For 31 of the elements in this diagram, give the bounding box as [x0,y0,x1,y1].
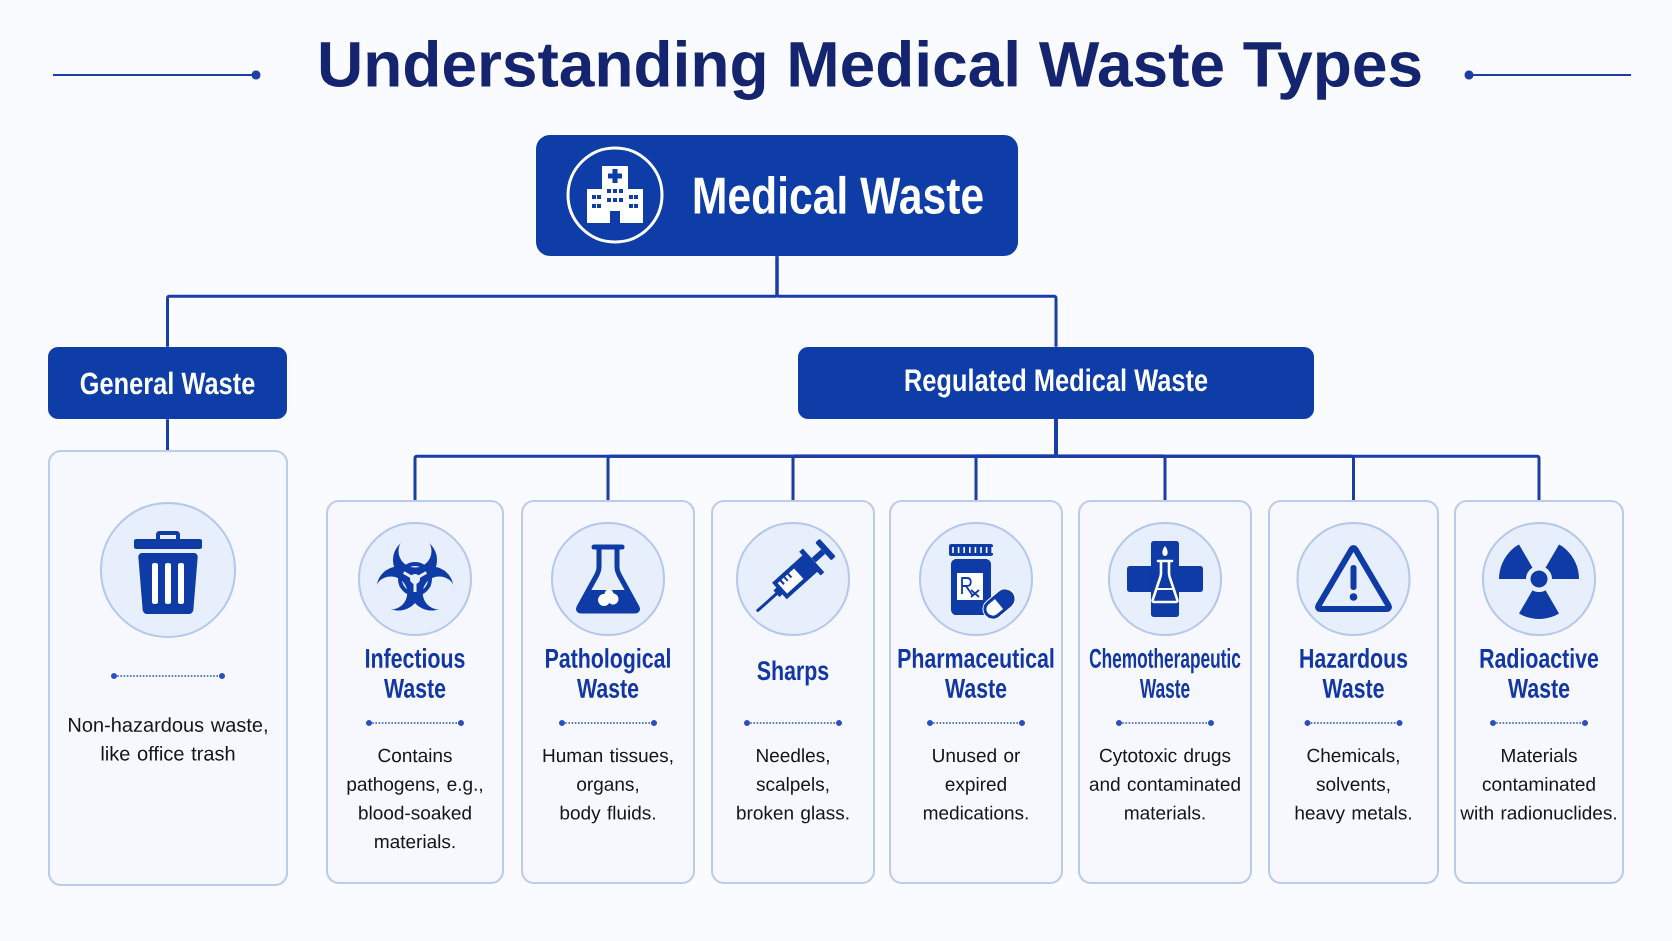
card-description: Chemicals, solvents, heavy metals. [1295,748,1411,824]
waste-card [48,450,288,886]
connector-line [1054,419,1541,500]
root-box [536,135,1018,256]
card-title: Infectious Waste [366,648,465,698]
card-description: Non-hazardous waste, like office trash [69,717,267,761]
card-description: Materials contaminated with radionuclides. [1460,748,1616,820]
box-label: Medical Waste [694,175,983,215]
waste-card [1454,500,1624,884]
card-description: Human tissues, organs, body fluids. [543,748,673,824]
category-box: Regulated Medical Waste [798,347,1314,419]
waste-card [1268,500,1439,884]
category-box: General Waste [48,347,287,419]
waste-card [326,500,504,884]
page-title: Understanding Medical Waste Types [320,40,1421,100]
card-description: Cytotoxic drugs and contaminated materials. [1089,748,1240,820]
card-title: Sharps [757,660,829,686]
card-title: Pathological Waste [546,648,670,698]
connector-line [166,419,169,450]
card-description: Needles, scalpels, broken glass. [737,748,849,824]
card-title: Hazardous Waste [1300,648,1408,698]
waste-card [889,500,1063,884]
waste-card [711,500,875,884]
card-title: Chemotherapeutic Waste [1089,648,1241,698]
waste-card [521,500,695,884]
card-title: Pharmaceutical Waste [898,648,1054,698]
card-description: Unused or expired medications. [923,748,1028,820]
card-description: Contains pathogens, e.g., blood-soaked materials. [347,748,482,849]
waste-card [1078,500,1252,884]
connector-line [775,256,1058,347]
card-title: Radioactive Waste [1480,648,1599,698]
